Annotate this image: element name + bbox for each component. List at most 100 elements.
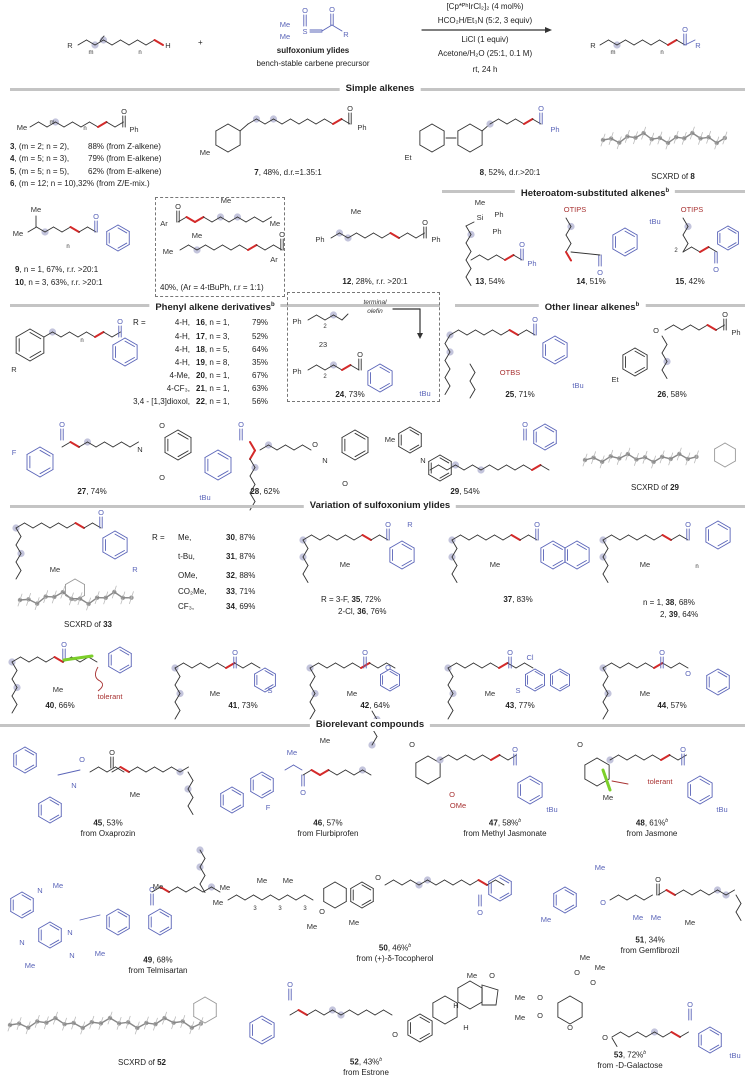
- atom-label: m: [50, 120, 55, 126]
- bond: [439, 457, 450, 464]
- atom-label: O: [685, 520, 691, 529]
- atom-label: Me: [595, 963, 605, 972]
- bond: [24, 766, 37, 774]
- yield: , 51%: [585, 277, 606, 286]
- bond: [469, 980, 483, 989]
- bond: [389, 668, 400, 675]
- bond: [529, 775, 543, 784]
- bond: [444, 343, 451, 353]
- bond: [465, 225, 472, 235]
- chain-length: , n = 1,: [204, 318, 230, 327]
- bond: [371, 736, 378, 746]
- bond: [361, 899, 372, 906]
- bond: [602, 667, 609, 677]
- bond: [217, 662, 227, 669]
- bond: [687, 452, 691, 460]
- bond: [465, 251, 472, 261]
- bond: [681, 137, 685, 145]
- bond: [309, 662, 319, 669]
- bond: [419, 123, 433, 132]
- atom-label: olefin: [367, 308, 383, 315]
- bond: [419, 1013, 433, 1022]
- bond: [213, 244, 223, 251]
- bond: [145, 766, 155, 773]
- bond: [36, 226, 46, 233]
- bond: [602, 684, 609, 694]
- atom-label: Me: [515, 993, 525, 1002]
- bond: [77, 39, 87, 46]
- bond: [148, 928, 161, 936]
- scheme-arrow: [421, 27, 552, 33]
- bond: [65, 595, 76, 602]
- bond: [60, 591, 64, 599]
- label-scxrd-8: SCXRD of 8: [651, 172, 695, 182]
- bond: [250, 771, 263, 779]
- bond: [57, 769, 81, 776]
- bond: [343, 662, 353, 669]
- bond: [187, 788, 194, 798]
- caption: SCXRD of: [63, 620, 104, 629]
- bond: [136, 1021, 140, 1029]
- atom-label: Me: [633, 913, 643, 922]
- source-compound: from (+)-δ-Tocopherol: [356, 953, 434, 963]
- bond: [670, 662, 680, 669]
- atom-label: tBu: [419, 389, 430, 398]
- bond: [644, 450, 648, 458]
- bond: [366, 1009, 376, 1016]
- bond: [627, 447, 631, 455]
- bond: [529, 778, 540, 785]
- bond: [153, 39, 164, 46]
- bond: [145, 1016, 149, 1024]
- chain-length: , n = 5,: [204, 345, 230, 354]
- bond: [415, 776, 429, 785]
- bond: [534, 668, 545, 675]
- compound-number: 32: [226, 571, 235, 580]
- bond: [98, 766, 108, 773]
- condition-time: rt, 24 h: [472, 65, 498, 74]
- bond: [43, 596, 47, 603]
- bond: [204, 472, 219, 481]
- bond: [667, 39, 678, 46]
- compound-number: 21: [196, 384, 205, 393]
- bond: [199, 883, 206, 893]
- bond: [354, 432, 366, 440]
- bond: [24, 746, 37, 754]
- compound-number: 48: [635, 818, 645, 828]
- bond: [88, 656, 98, 663]
- table-row: 31, 87%: [226, 552, 255, 562]
- label-37: 37, 83%: [503, 595, 532, 605]
- bond: [444, 385, 451, 395]
- atom-label: N: [19, 938, 24, 947]
- compound-number: 8: [690, 172, 695, 181]
- bond: [106, 121, 116, 128]
- bond: [331, 24, 343, 32]
- yield: , 66%: [54, 701, 75, 710]
- bond: [78, 441, 88, 448]
- bond: [472, 464, 482, 471]
- bond: [215, 144, 229, 153]
- atom-label: Ph: [731, 328, 740, 337]
- atom-label: Me: [595, 863, 605, 872]
- bond: [616, 458, 620, 465]
- bond: [350, 901, 363, 909]
- atom-label: Me: [213, 898, 223, 907]
- bond: [488, 874, 501, 882]
- bond: [114, 121, 124, 128]
- bond: [11, 704, 18, 714]
- bond: [708, 246, 718, 253]
- bond: [106, 908, 119, 916]
- atom-label: R: [67, 41, 73, 50]
- atom-label: O: [574, 968, 580, 977]
- bond: [80, 1027, 84, 1035]
- bond: [715, 324, 725, 331]
- bond: [185, 216, 196, 223]
- bond: [9, 1018, 13, 1026]
- atom-label: tolerant: [97, 692, 123, 701]
- section-title: Phenyl alkene derivativesb: [149, 299, 281, 315]
- atom-label: Me: [53, 881, 63, 890]
- atom-label: O: [519, 240, 525, 249]
